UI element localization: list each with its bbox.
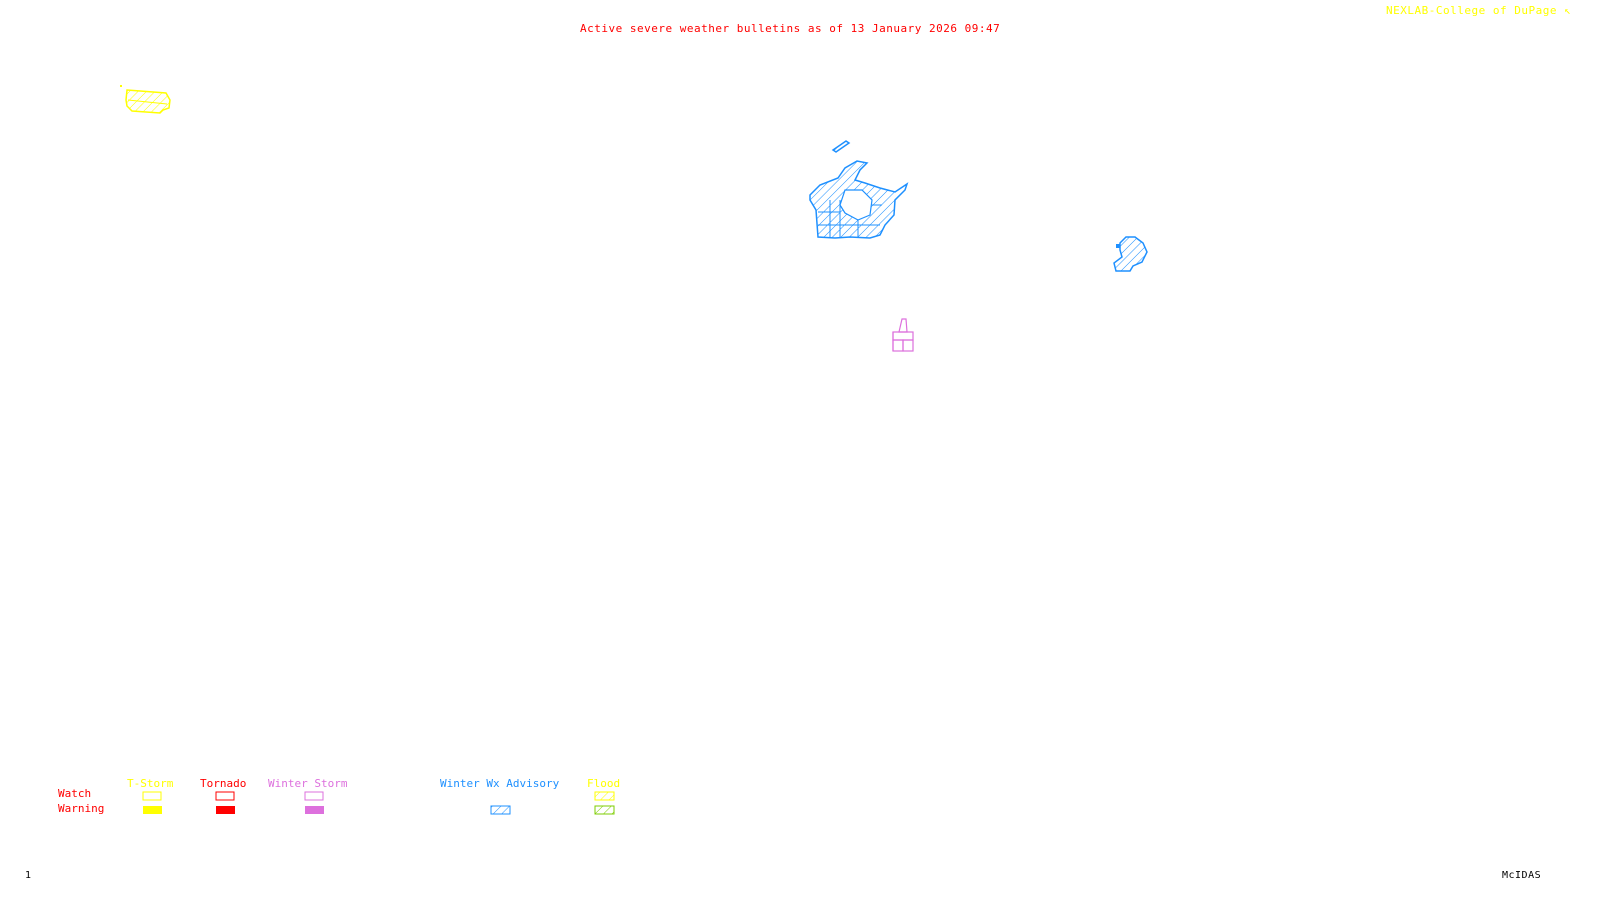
legend-flood-watch-swatch	[594, 791, 615, 801]
credit-label: NEXLAB-College of DuPage ↖	[1386, 5, 1571, 17]
legend-winter-storm-warning-swatch	[305, 806, 324, 814]
legend-col-tstorm: T-Storm	[127, 777, 174, 790]
legend-row-watch: Watch	[58, 787, 92, 800]
winter-wx-advisory-area-great-lakes	[809, 140, 909, 239]
frame-number: 1	[25, 870, 32, 881]
legend-col-tornado: Tornado	[200, 777, 247, 790]
legend-col-winter-wx-advisory: Winter Wx Advisory	[440, 777, 560, 790]
legend-flood-warning-swatch	[594, 805, 615, 815]
legend-col-flood: Flood	[587, 777, 621, 790]
legend-winter-storm-watch-swatch	[304, 791, 324, 801]
legend-tornado-warning-swatch	[216, 806, 235, 814]
winter-storm-watch-area-central	[892, 318, 914, 352]
legend-tornado-watch-swatch	[215, 791, 235, 801]
credit-text: NEXLAB-College of DuPage	[1386, 4, 1557, 17]
software-label: McIDAS	[1502, 870, 1542, 881]
legend-winter-wx-advisory-warning-swatch	[490, 805, 511, 815]
map-title: Active severe weather bulletins as of 13…	[580, 22, 1001, 35]
legend-tstorm-warning-swatch	[143, 806, 162, 814]
winter-wx-advisory-area-northeast	[1113, 236, 1148, 272]
legend-tstorm-watch-swatch	[142, 791, 162, 801]
nexlab-logo-icon: ↖	[1564, 4, 1572, 17]
legend-swatches	[142, 791, 615, 815]
legend-row-warning: Warning	[58, 802, 105, 815]
tstorm-watch-area-west	[120, 85, 171, 114]
legend-col-winter-storm: Winter Storm	[268, 777, 348, 790]
